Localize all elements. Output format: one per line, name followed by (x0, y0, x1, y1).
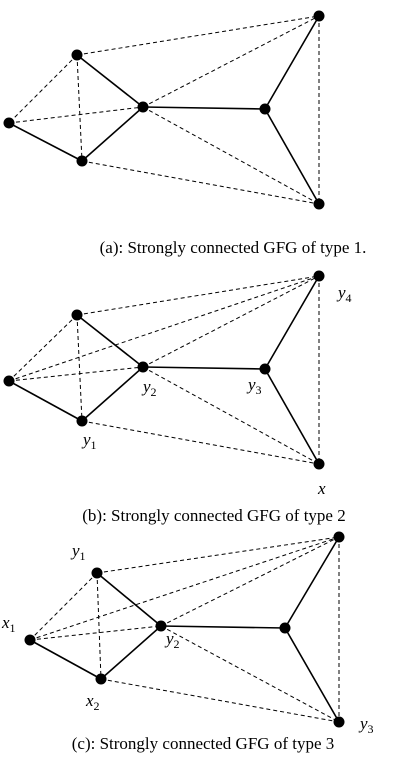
dashed-edge-top_left-bottom_left (96, 572, 102, 680)
edge-mid_right-top_right (264, 15, 320, 110)
edge-mid_right-bottom_right (264, 368, 320, 465)
vertex-bottom_left (76, 415, 88, 427)
vertex-top_right (333, 531, 345, 543)
vertex-label-left: x1 (1, 613, 16, 635)
edge-bottom_left-center (81, 366, 144, 422)
vertex-label-subscript: 2 (151, 385, 157, 399)
edge-mid_right-top_right (284, 536, 340, 629)
edge-top_left-center (76, 314, 144, 368)
caption-a: (a): Strongly connected GFG of type 1. (100, 238, 367, 257)
dashed-edge-left-center (8, 366, 144, 382)
vertex-top_right (313, 10, 325, 22)
dashed-edge-left-center (8, 106, 144, 124)
vertex-label-bottom_right: x (317, 479, 326, 498)
vertex-label-subscript: 3 (368, 722, 374, 736)
vertex-center (137, 101, 149, 113)
dashed-edge-bottom_left-bottom_right (81, 160, 320, 205)
dashed-edge-center-bottom_right (142, 106, 320, 205)
vertex-label-base: y (141, 377, 151, 396)
edge-center-mid_right (160, 625, 286, 629)
vertex-bottom_left (76, 155, 88, 167)
dashed-edge-left-top_right (8, 275, 320, 382)
caption-c: (c): Strongly connected GFG of type 3 (72, 734, 335, 753)
vertex-label-base: x (1, 613, 10, 632)
dashed-edge-top_left-top_right (76, 275, 320, 316)
vertex-label-center: y2 (164, 629, 180, 651)
vertex-mid_right (259, 103, 271, 115)
vertex-label-bottom_left: y1 (81, 430, 97, 452)
dashed-edge-left-center (29, 625, 162, 641)
vertex-label-mid_right: y3 (246, 375, 262, 397)
vertex-label-center: y2 (141, 377, 157, 399)
dashed-edge-bottom_left-bottom_right (81, 420, 320, 465)
edge-left-bottom_left (29, 639, 102, 680)
vertex-label-bottom_right: y3 (358, 714, 374, 736)
vertex-label-base: y (336, 283, 346, 302)
edge-left-bottom_left (8, 122, 83, 162)
dashed-edge-center-top_right (142, 15, 320, 108)
edge-top_left-left (8, 54, 78, 124)
vertex-top_left (71, 309, 83, 321)
vertex-left (3, 375, 15, 387)
dashed-edge-top_left-bottom_left (76, 54, 83, 162)
vertex-bottom_right (313, 198, 325, 210)
edge-center-mid_right (142, 366, 266, 370)
vertex-left (3, 117, 15, 129)
vertex-label-top_right: y4 (336, 283, 352, 305)
dashed-edge-center-top_right (160, 536, 340, 627)
dashed-edge-center-top_right (142, 275, 320, 368)
vertex-label-top_left: y1 (70, 541, 86, 563)
vertex-bottom_right (313, 458, 325, 470)
vertex-mid_right (279, 622, 291, 634)
vertex-label-base: x (317, 479, 326, 498)
vertex-label-subscript: 2 (94, 699, 100, 713)
vertex-top_left (71, 49, 83, 61)
panel-a: (a): Strongly connected GFG of type 1. (3, 10, 367, 257)
vertex-label-subscript: 1 (80, 549, 86, 563)
vertex-bottom_right (333, 716, 345, 728)
dashed-edge-bottom_left-bottom_right (100, 678, 340, 723)
edge-center-mid_right (142, 106, 266, 110)
edge-mid_right-bottom_right (284, 627, 340, 723)
vertex-label-subscript: 1 (10, 621, 16, 635)
vertex-label-subscript: 4 (346, 291, 352, 305)
vertex-label-base: y (81, 430, 91, 449)
vertex-bottom_left (95, 673, 107, 685)
edge-mid_right-bottom_right (264, 108, 320, 205)
vertex-label-bottom_left: x2 (85, 691, 100, 713)
edge-top_left-left (8, 314, 78, 382)
vertex-top_right (313, 270, 325, 282)
edge-bottom_left-center (100, 625, 162, 680)
vertex-label-base: y (70, 541, 80, 560)
vertex-label-base: x (85, 691, 94, 710)
edge-top_left-left (29, 572, 98, 641)
edge-mid_right-top_right (264, 275, 320, 370)
dashed-edge-left-top_right (29, 536, 340, 641)
vertex-label-subscript: 3 (256, 383, 262, 397)
edge-top_left-center (76, 54, 144, 108)
vertex-label-subscript: 2 (174, 637, 180, 651)
vertex-top_left (91, 567, 103, 579)
vertex-label-base: y (358, 714, 368, 733)
vertex-label-base: y (246, 375, 256, 394)
vertex-center (155, 620, 167, 632)
dashed-edge-top_left-bottom_left (76, 314, 83, 422)
edge-left-bottom_left (8, 380, 83, 422)
dashed-edge-top_left-top_right (76, 15, 320, 56)
edge-top_left-center (96, 572, 162, 627)
dashed-edge-top_left-top_right (96, 536, 340, 574)
caption-b: (b): Strongly connected GFG of type 2 (82, 506, 345, 525)
vertex-mid_right (259, 363, 271, 375)
dashed-edge-center-bottom_right (142, 366, 320, 465)
dashed-edge-center-bottom_right (160, 625, 340, 723)
vertex-left (24, 634, 36, 646)
vertex-center (137, 361, 149, 373)
vertex-label-base: y (164, 629, 174, 648)
vertex-label-subscript: 1 (91, 438, 97, 452)
edge-bottom_left-center (81, 106, 144, 162)
